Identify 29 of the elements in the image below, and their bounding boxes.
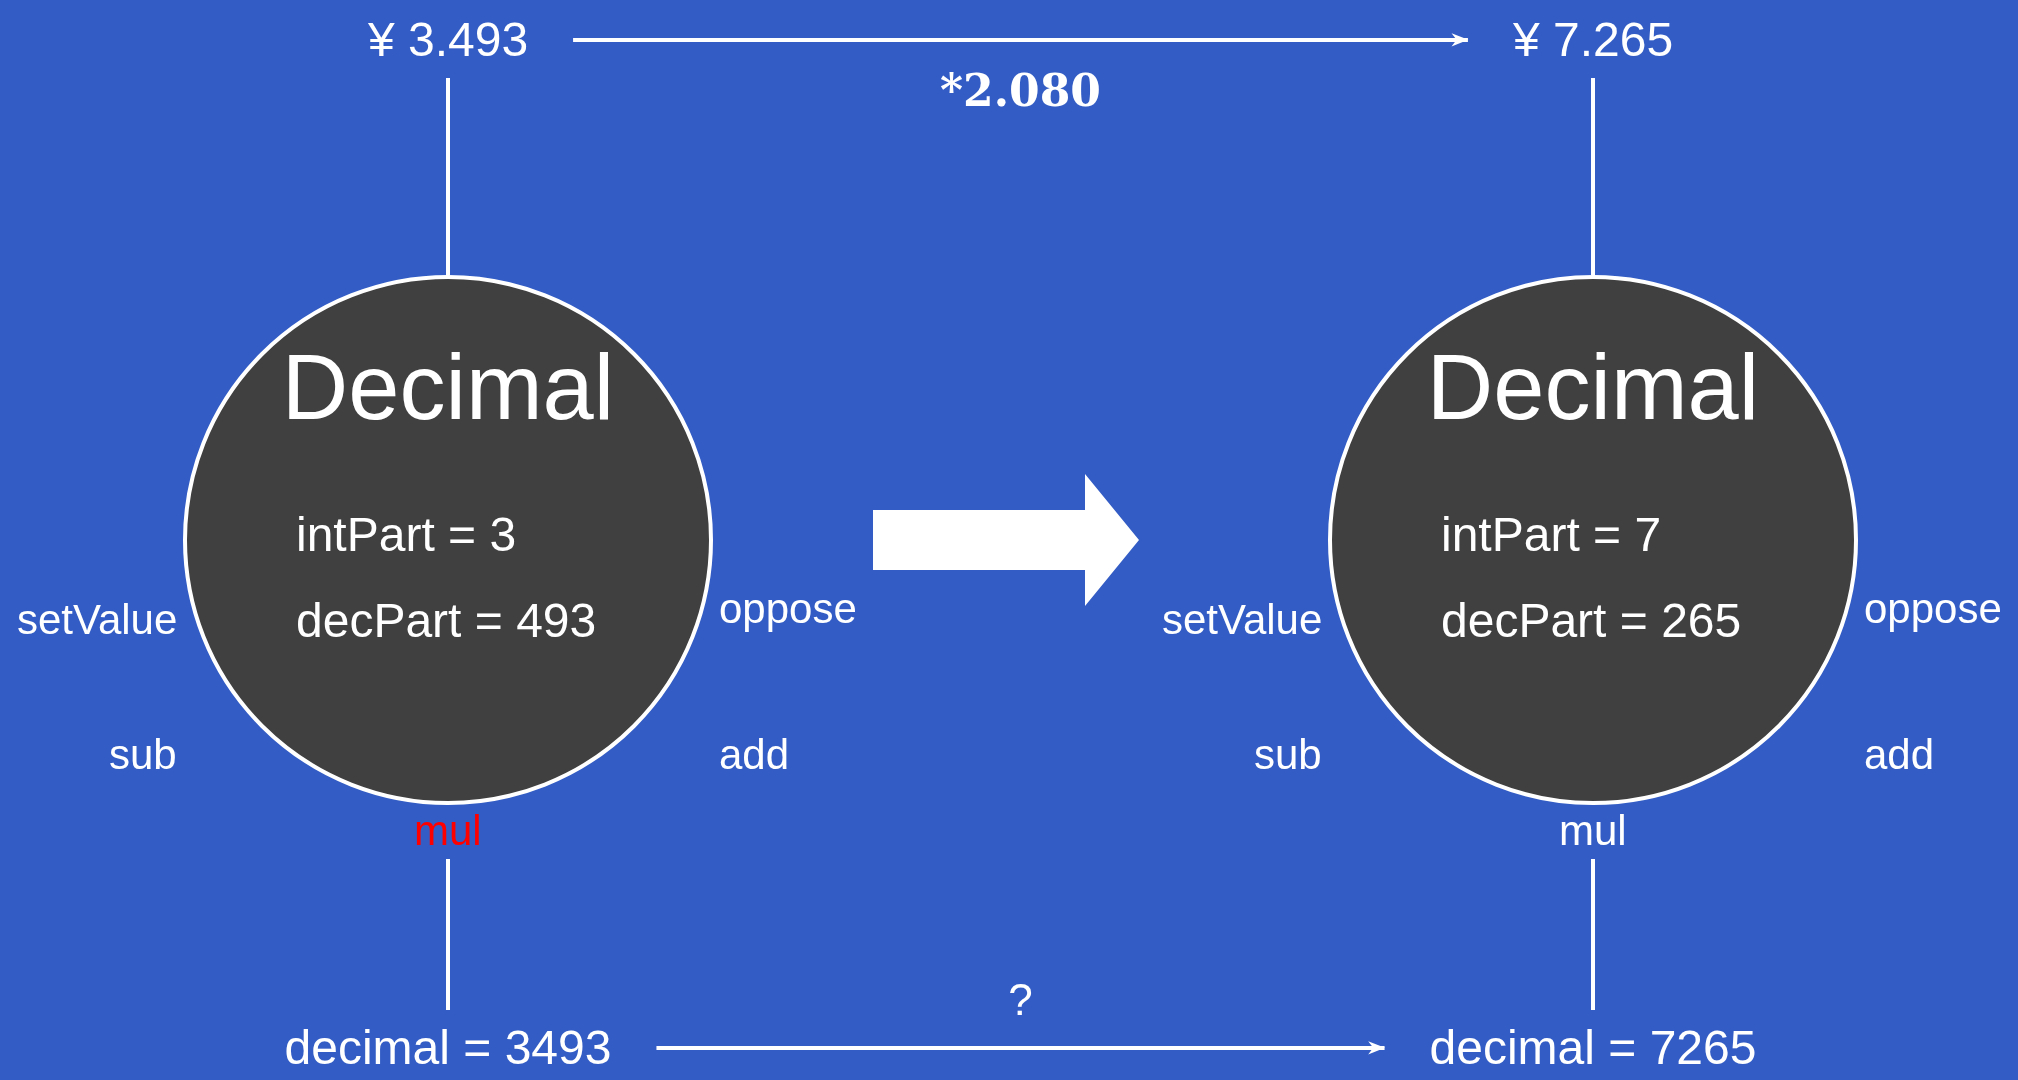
method-label: add (719, 731, 790, 779)
field-text: intPart = 3 (296, 507, 517, 563)
method-label: oppose (719, 585, 857, 633)
connector-line (446, 78, 450, 275)
method-label: mul (1559, 807, 1627, 855)
arrow (573, 33, 1469, 47)
method-label: setValue (1162, 596, 1323, 644)
method-label: setValue (17, 596, 178, 644)
field-text: intPart = 7 (1441, 507, 1662, 563)
connector-line (1591, 78, 1595, 275)
arrow (656, 1041, 1385, 1055)
method-label: sub (109, 731, 177, 779)
field-text: decPart = 493 (296, 593, 597, 649)
edge-label: ? (1008, 975, 1033, 1025)
method-label: mul (414, 807, 482, 855)
connector-line (1591, 859, 1595, 1010)
field-text: decPart = 265 (1441, 593, 1742, 649)
value-text: ¥ 3.493 (322, 2, 574, 78)
class-name: Decimal (1426, 337, 1760, 437)
value-text: ¥ 7.265 (1467, 2, 1719, 78)
connector-line (446, 859, 450, 1010)
block-arrow (873, 474, 1139, 606)
method-label: add (1864, 731, 1935, 779)
edge-label: *2.080 (940, 64, 1101, 116)
method-label: oppose (1864, 585, 2002, 633)
method-label: sub (1254, 731, 1322, 779)
class-name: Decimal (281, 337, 615, 437)
value-text: decimal = 3493 (239, 1010, 657, 1080)
value-text: decimal = 7265 (1384, 1010, 1802, 1080)
